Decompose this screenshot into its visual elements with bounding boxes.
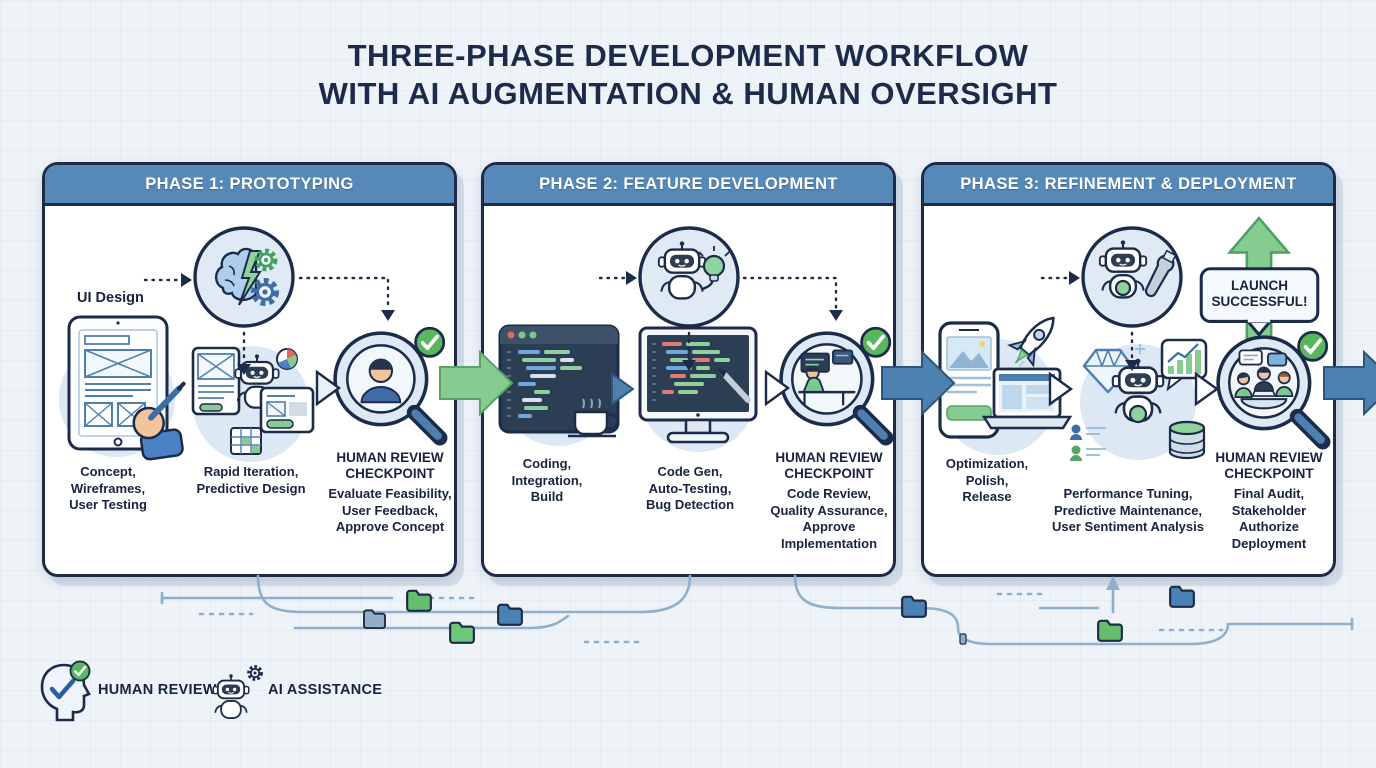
phase1-checkpoint-caption: Evaluate Feasibility, User Feedback, App… [328, 486, 452, 534]
human-review-magnifier-icon [1216, 330, 1331, 450]
phase3-header: PHASE 3: REFINEMENT & DEPLOYMENT [924, 165, 1333, 206]
code-editor-coffee-icon [498, 324, 620, 446]
diagram-title-line1: THREE-PHASE DEVELOPMENT WORKFLOW [347, 38, 1029, 73]
monitor-code-robot-arm-icon [638, 326, 758, 452]
phase3-exit-arrow-icon [1323, 350, 1376, 416]
phase1-stage1-caption: Concept, Wireframes, User Testing [69, 464, 147, 512]
phase1-header: PHASE 1: PROTOTYPING [45, 165, 454, 206]
ai-assistance-legend-icon [212, 665, 263, 720]
phase2-stage2-caption: Code Gen, Auto-Testing, Bug Detection [645, 464, 735, 512]
chip-icon [959, 633, 967, 645]
folder-icon-slate [363, 609, 386, 629]
check-badge-icon [69, 660, 91, 682]
legend-ai-assistance-label: AI ASSISTANCE [268, 682, 383, 698]
phase2-checkpoint-title: HUMAN REVIEW CHECKPOINT [775, 450, 883, 482]
folder-icon-green [449, 621, 475, 644]
robot-lightbulb-icon [638, 226, 740, 328]
launch-banner: LAUNCH SUCCESSFUL! [1211, 278, 1308, 309]
folder-icon-blue [1169, 585, 1195, 608]
robot-ui-mockups-icon [191, 346, 315, 462]
phase3-stage2-caption: Performance Tuning, Predictive Maintenan… [1052, 486, 1204, 534]
phase1-to-phase2-arrow-icon [439, 350, 514, 416]
phase2-panel: PHASE 2: FEATURE DEVELOPMENT [481, 162, 896, 577]
phase2-checkpoint-caption: Code Review, Quality Assurance, Approve … [770, 486, 888, 551]
folder-icon-blue [901, 595, 927, 618]
tablet-wireframe-sketch-icon [59, 315, 186, 461]
phase1-checkpoint-title: HUMAN REVIEW CHECKPOINT [336, 450, 444, 482]
robot-wrench-icon [1081, 226, 1183, 328]
phase3-stage1-caption: Optimization, Polish, Release [945, 456, 1029, 504]
phase3-checkpoint-title: HUMAN REVIEW CHECKPOINT [1215, 450, 1323, 482]
human-review-magnifier-icon [333, 326, 448, 446]
phase1-panel: PHASE 1: PROTOTYPING UI Design [42, 162, 457, 577]
phone-laptop-rocket-icon [938, 316, 1072, 455]
phase1-stage2-caption: Rapid Iteration, Predictive Design [196, 464, 306, 496]
launch-up-arrow-icon [1199, 216, 1320, 364]
legend-human-review-label: HUMAN REVIEW [98, 682, 217, 698]
folder-icon-green [1097, 619, 1123, 642]
circuit-trace-connectors [160, 574, 1354, 646]
phase1-annotation: UI Design [77, 290, 144, 306]
phase2-to-phase3-arrow-icon [881, 350, 956, 416]
phase3-panel: PHASE 3: REFINEMENT & DEPLOYMENT LAUNCH … [921, 162, 1336, 577]
up-arrow-icon [1106, 576, 1120, 590]
human-review-legend-icon [40, 660, 91, 722]
phase2-stage1-caption: Coding, Integration, Build [511, 456, 583, 504]
robot-analytics-database-icon [1070, 338, 1208, 461]
human-review-magnifier-icon [779, 326, 894, 446]
phase3-checkpoint-caption: Final Audit, Stakeholder Authorize Deplo… [1231, 486, 1307, 551]
folder-icon-green [406, 589, 432, 612]
folder-icon-blue [497, 603, 523, 626]
diagram-title-line2: WITH AI AUGMENTATION & HUMAN OVERSIGHT [318, 76, 1058, 111]
ai-brain-gears-icon [193, 226, 295, 328]
phase2-header: PHASE 2: FEATURE DEVELOPMENT [484, 165, 893, 206]
